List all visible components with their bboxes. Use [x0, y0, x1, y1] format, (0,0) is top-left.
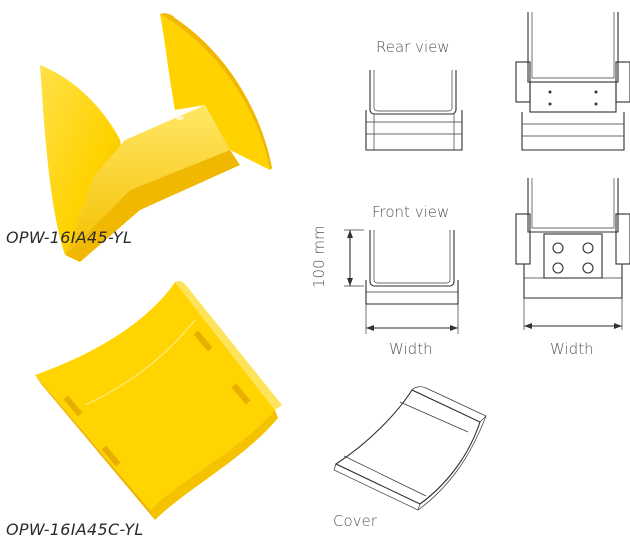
- bracket-width-label: Width: [550, 340, 594, 358]
- rear-view-drawing: [365, 70, 463, 151]
- front-view-label: Front view: [372, 203, 450, 221]
- rear-bracket-drawing: [515, 12, 630, 151]
- part-number-label-1: OPW-16IA45-YL: [6, 228, 133, 247]
- rear-view-label: Rear view: [376, 38, 450, 56]
- front-view-drawing: [344, 229, 459, 334]
- front-bracket-drawing: [515, 178, 630, 330]
- front-width-label: Width: [389, 340, 433, 358]
- height-dimension-label: 100 mm: [310, 225, 328, 288]
- cover-drawing: [333, 386, 487, 511]
- cover-label: Cover: [333, 512, 377, 530]
- part-number-label-2: OPW-16IA45C-YL: [6, 520, 144, 539]
